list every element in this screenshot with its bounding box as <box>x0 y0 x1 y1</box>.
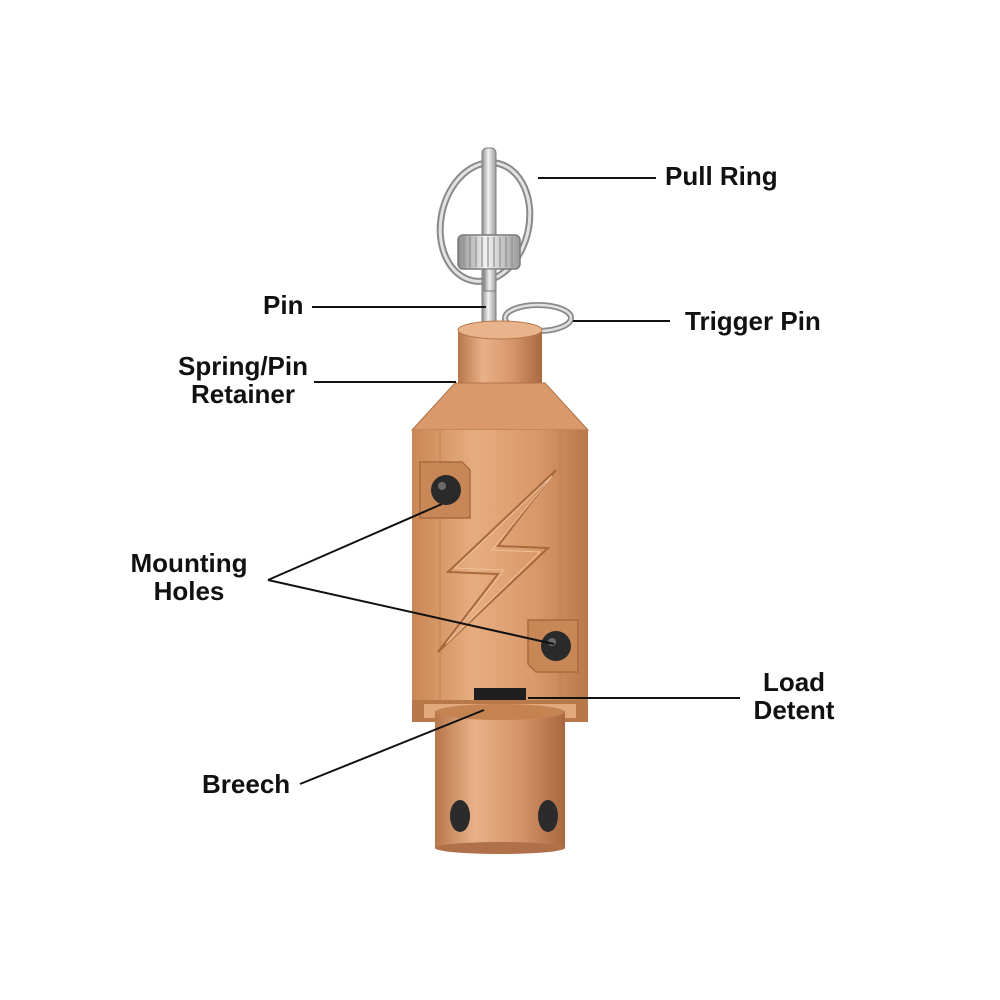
label-spring-pin-retainer-line1: Spring/Pin <box>178 351 308 381</box>
label-pin: Pin <box>263 290 304 320</box>
label-load-detent-line2: Detent <box>753 695 835 725</box>
lightning-bolt-engraving <box>437 469 557 653</box>
leader-mounting-holes-lower <box>267 579 555 645</box>
label-mounting-holes-line2: Holes <box>153 576 225 606</box>
pull-ring <box>436 159 534 285</box>
mounting-hole-lower <box>527 619 579 673</box>
label-load-detent-line1: Load <box>762 667 826 697</box>
label-spring-pin-retainer: Spring/Pin Retainer <box>168 352 318 408</box>
label-breech: Breech <box>202 769 291 799</box>
knurled-knob <box>457 234 521 292</box>
spring-pin-retainer <box>457 320 543 386</box>
label-mounting-holes-line1: Mounting <box>130 548 248 578</box>
label-trigger-pin: Trigger Pin <box>685 306 821 336</box>
leader-lines <box>267 177 740 785</box>
label-mounting-holes: Mounting Holes <box>118 549 260 605</box>
breech <box>435 704 565 854</box>
label-pull-ring: Pull Ring <box>665 161 778 191</box>
label-spring-pin-retainer-line2: Retainer <box>190 379 296 409</box>
mounting-hole-upper <box>419 461 471 519</box>
leader-mounting-holes-upper <box>267 503 443 581</box>
label-load-detent: Load Detent <box>744 668 844 724</box>
leader-breech <box>299 709 485 785</box>
